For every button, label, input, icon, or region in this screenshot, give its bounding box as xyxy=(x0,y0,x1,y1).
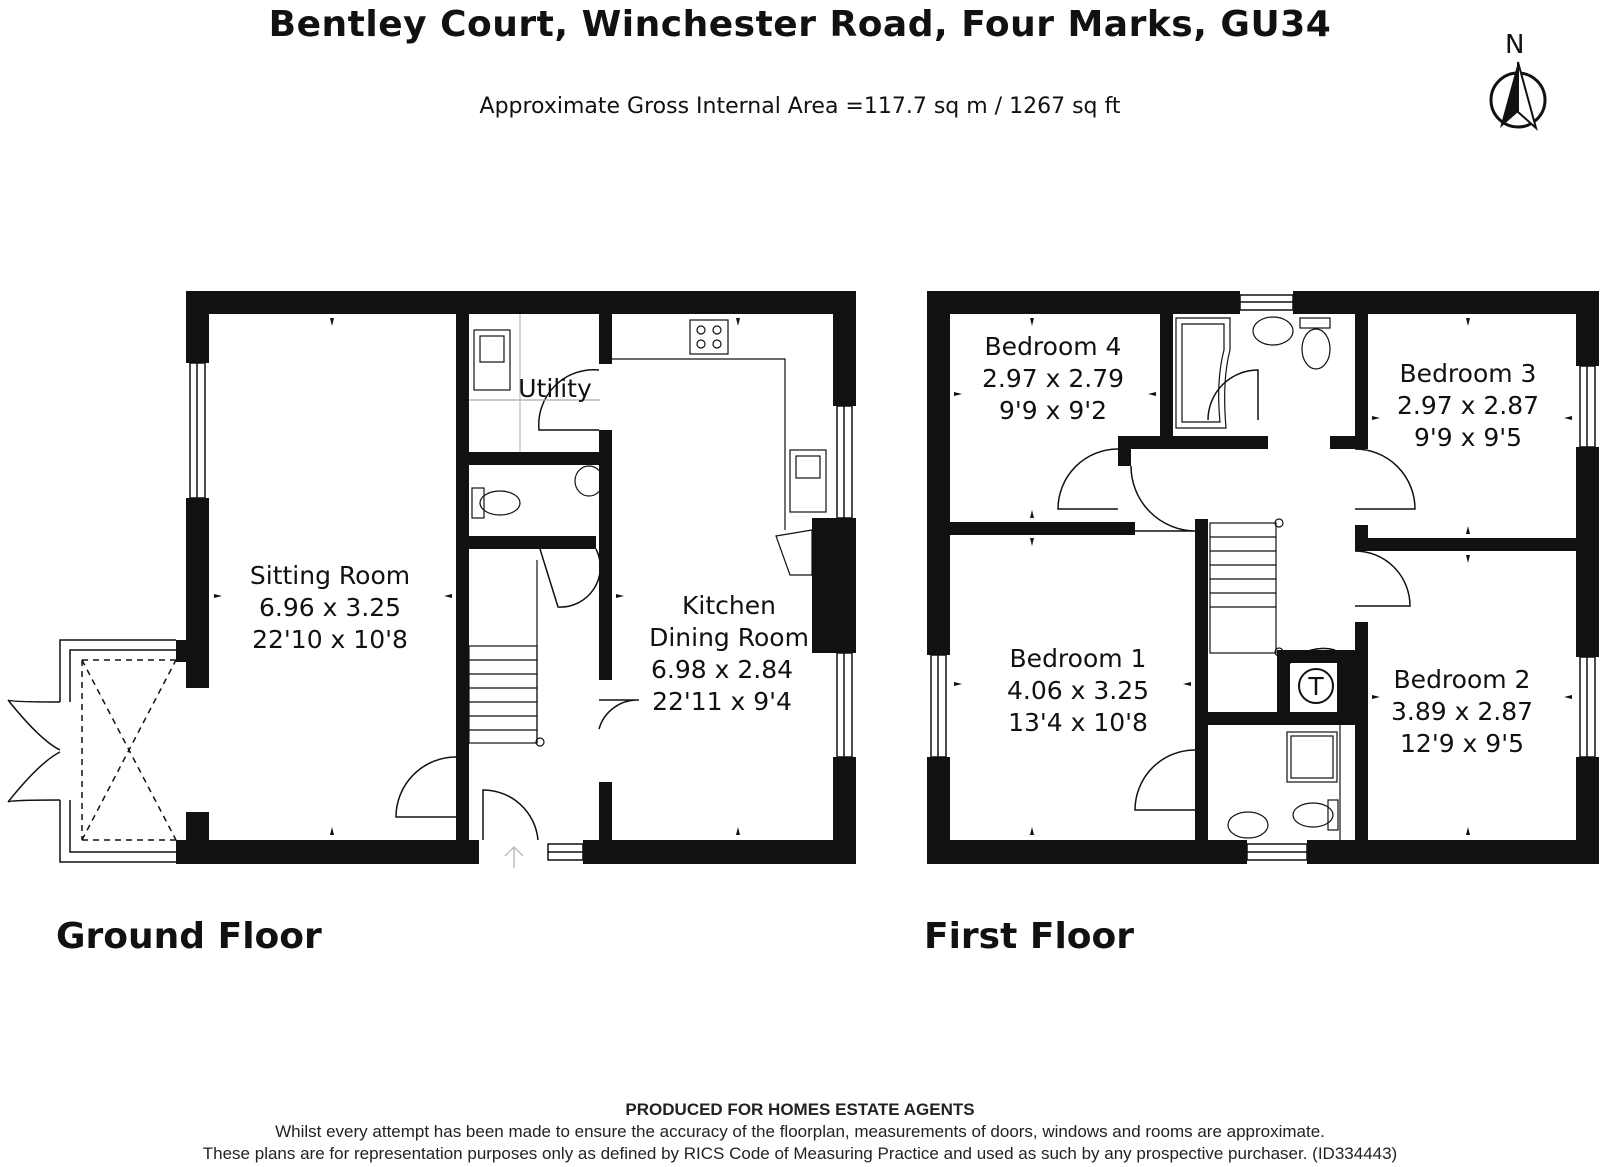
bedroom3-metric: 2.97 x 2.87 xyxy=(1397,391,1539,420)
first-floor-stairs xyxy=(1209,518,1284,657)
ground-floor-plan xyxy=(176,291,856,864)
dimension-markers xyxy=(214,318,1572,835)
patio-doors xyxy=(7,639,177,863)
cupboard-label: T xyxy=(1307,672,1324,701)
kitchen-imperial: 22'11 x 9'4 xyxy=(652,687,792,716)
sitting-room-imperial: 22'10 x 10'8 xyxy=(252,625,408,654)
sitting-room-metric: 6.96 x 3.25 xyxy=(259,593,401,622)
ground-wc xyxy=(471,465,604,519)
dining-room-name: Dining Room xyxy=(649,623,809,652)
bedroom1-metric: 4.06 x 3.25 xyxy=(1007,676,1149,705)
first-floor-doors xyxy=(1057,369,1416,811)
ground-floor-windows xyxy=(189,362,853,861)
north-arrow-icon xyxy=(1489,61,1547,131)
bathroom-fixtures xyxy=(1175,316,1331,429)
ensuite-fixtures xyxy=(1227,725,1341,840)
disclaimer-line-1: Whilst every attempt has been made to en… xyxy=(275,1122,1325,1141)
bedroom1-name: Bedroom 1 xyxy=(1010,644,1147,673)
airing-cupboard: T xyxy=(1298,668,1334,704)
north-label: N xyxy=(1505,30,1525,60)
bedroom4-name: Bedroom 4 xyxy=(985,332,1122,361)
bedroom4-metric: 2.97 x 2.79 xyxy=(982,364,1124,393)
first-floor-label: First Floor xyxy=(924,916,1135,957)
entrance-arrow-icon xyxy=(504,845,524,868)
bedroom3-name: Bedroom 3 xyxy=(1400,359,1537,388)
kitchen-fixtures xyxy=(612,319,827,576)
utility-name: Utility xyxy=(518,374,592,403)
ground-floor-doors xyxy=(395,369,640,841)
kitchen-metric: 6.98 x 2.84 xyxy=(651,655,793,684)
bedroom2-imperial: 12'9 x 9'5 xyxy=(1400,729,1524,758)
kitchen-name: Kitchen xyxy=(682,591,776,620)
bedroom2-metric: 3.89 x 2.87 xyxy=(1391,697,1533,726)
gross-internal-area: Approximate Gross Internal Area =117.7 s… xyxy=(479,94,1121,119)
bedroom2-name: Bedroom 2 xyxy=(1394,665,1531,694)
first-floor-plan xyxy=(927,291,1599,864)
bedroom1-imperial: 13'4 x 10'8 xyxy=(1008,708,1148,737)
produced-by: PRODUCED FOR HOMES ESTATE AGENTS xyxy=(625,1100,975,1119)
first-floor-windows xyxy=(930,294,1596,861)
bedroom3-imperial: 9'9 x 9'5 xyxy=(1414,423,1522,452)
bedroom4-imperial: 9'9 x 9'2 xyxy=(999,396,1107,425)
ground-stairs xyxy=(468,560,545,747)
sitting-room-name: Sitting Room xyxy=(250,561,410,590)
plan-title: Bentley Court, Winchester Road, Four Mar… xyxy=(268,4,1332,45)
utility-fixtures xyxy=(469,314,600,452)
ground-floor-label: Ground Floor xyxy=(56,916,322,957)
disclaimer-line-2: These plans are for representation purpo… xyxy=(202,1144,1398,1163)
